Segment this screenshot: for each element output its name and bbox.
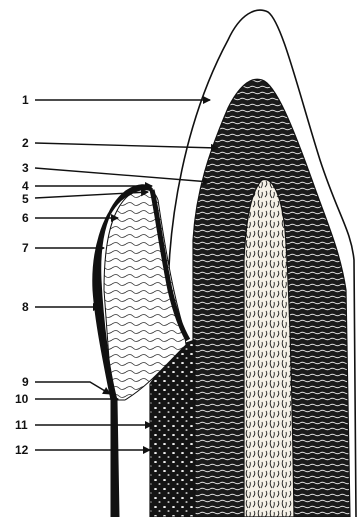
label-8: 8	[22, 301, 29, 313]
label-6: 6	[22, 212, 29, 224]
label-2: 2	[22, 137, 29, 149]
label-3: 3	[22, 162, 29, 174]
label-12: 12	[15, 444, 28, 456]
label-11: 11	[15, 419, 28, 431]
label-7: 7	[22, 242, 29, 254]
label-4: 4	[22, 180, 29, 192]
label-1: 1	[22, 94, 29, 106]
label-9: 9	[22, 376, 29, 388]
label-5: 5	[22, 193, 29, 205]
leader-9	[35, 382, 110, 394]
label-10: 10	[15, 393, 28, 405]
